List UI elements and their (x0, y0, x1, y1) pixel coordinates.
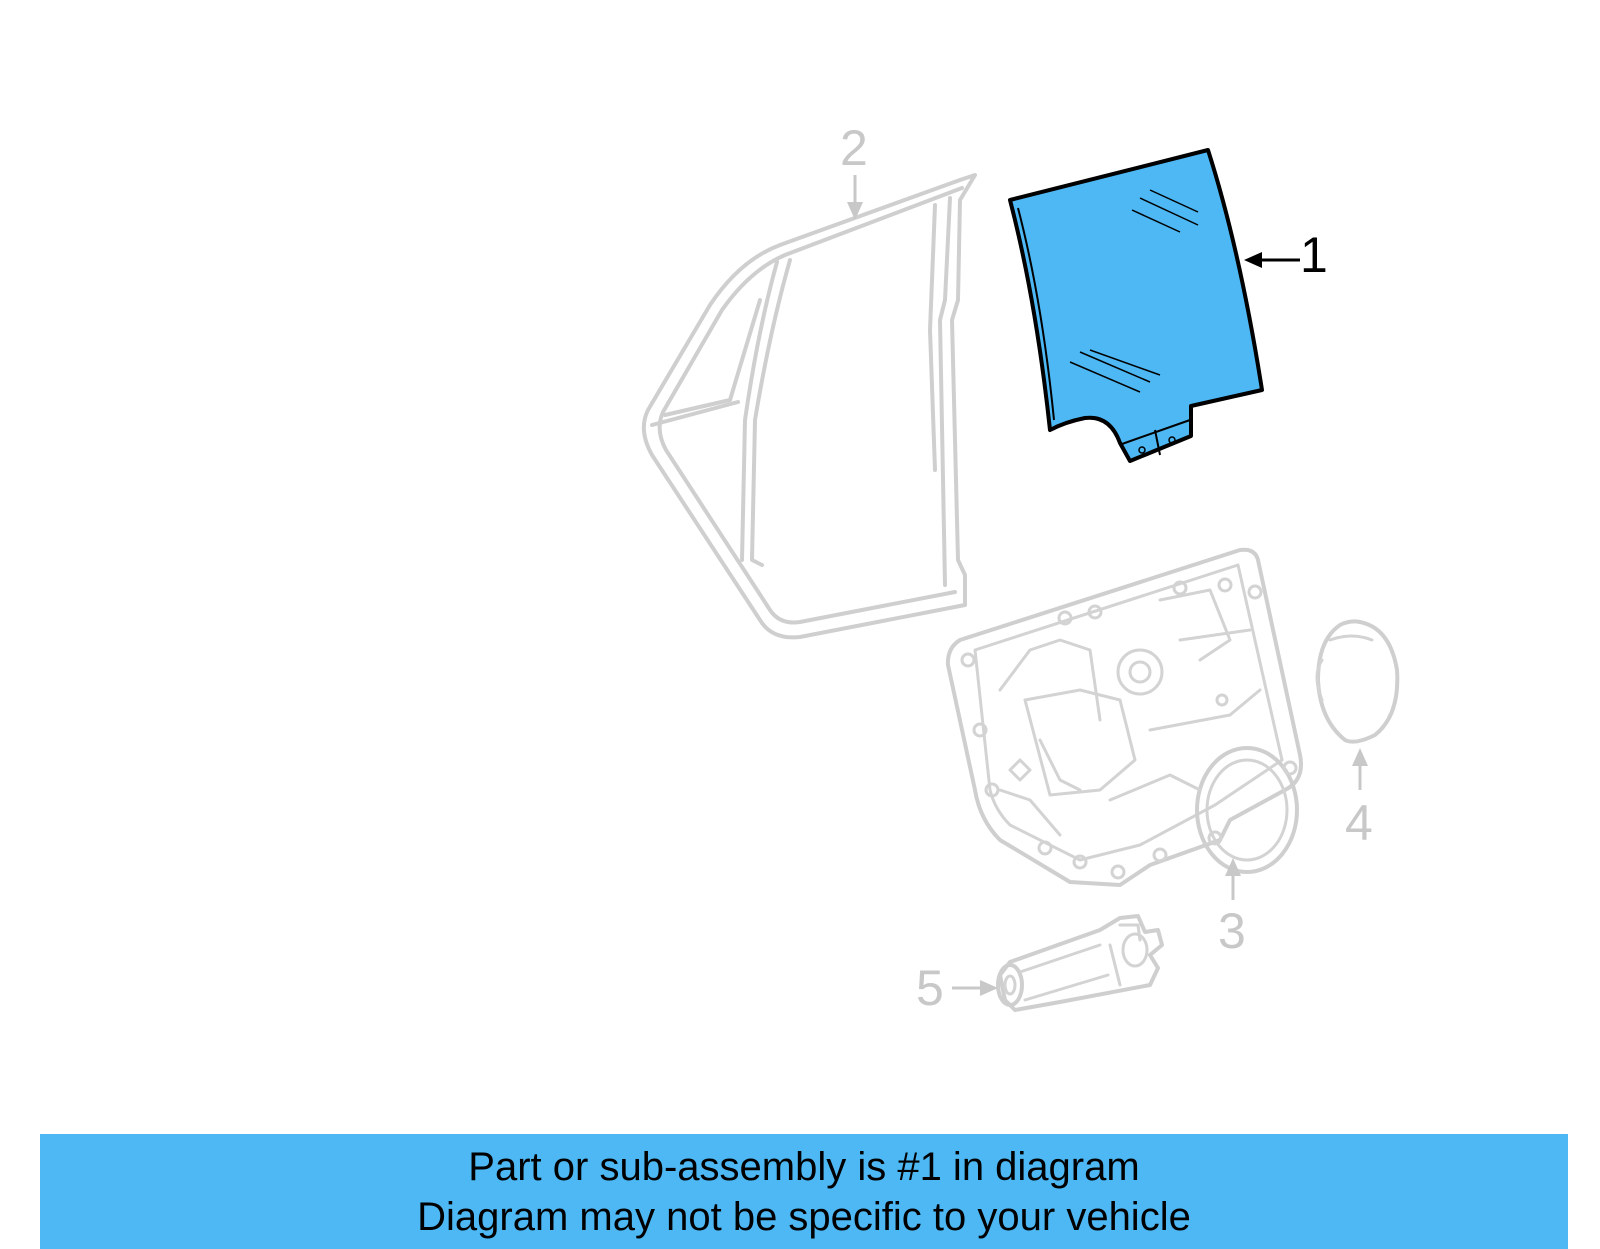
part-5-regulator-motor (996, 914, 1164, 1012)
banner-line-1: Part or sub-assembly is #1 in diagram (468, 1145, 1140, 1189)
info-banner: Part or sub-assembly is #1 in diagram Di… (40, 1134, 1568, 1249)
part-3-door-module (945, 547, 1303, 887)
leader-arrows (847, 175, 1368, 996)
callout-2: 2 (840, 120, 868, 176)
part-1-door-glass (1008, 148, 1264, 463)
callout-1: 1 (1300, 227, 1328, 283)
callout-3: 3 (1218, 903, 1246, 959)
callout-5: 5 (916, 960, 944, 1016)
banner-line-2: Diagram may not be specific to your vehi… (417, 1195, 1191, 1239)
part-4-seal (1315, 619, 1400, 744)
callout-4: 4 (1345, 795, 1373, 851)
part-2-run-channel (641, 173, 977, 640)
